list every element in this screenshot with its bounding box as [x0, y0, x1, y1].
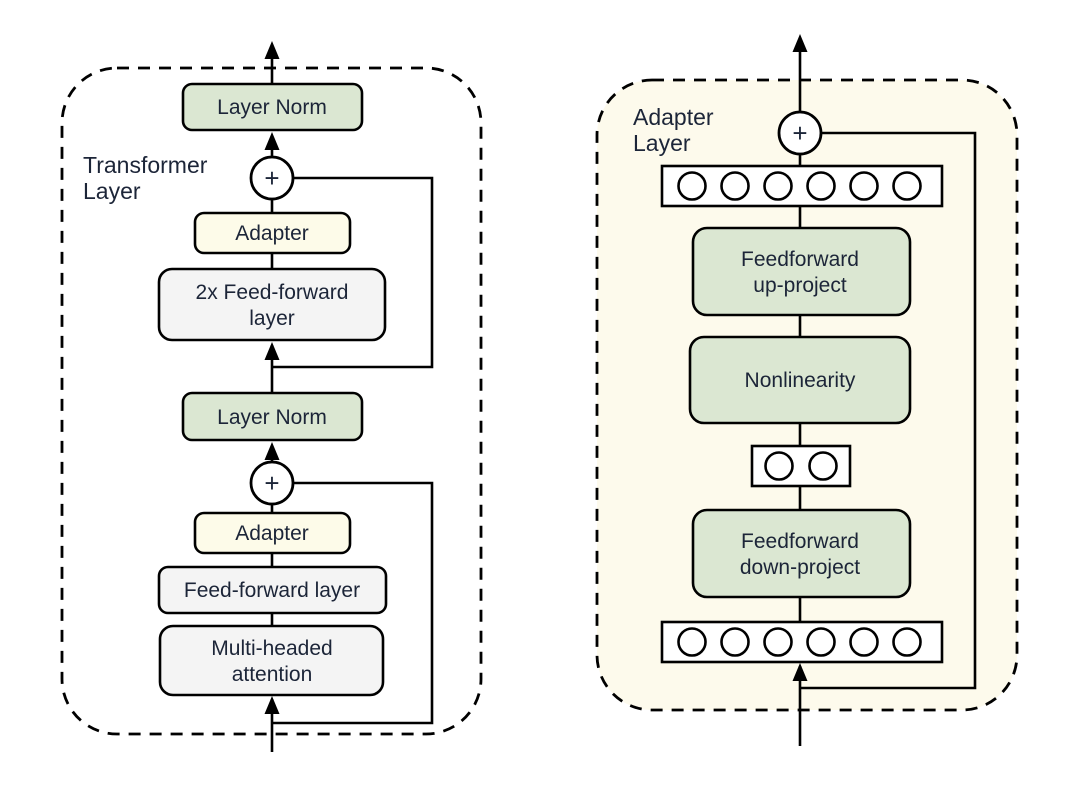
feedforward-up-project-box	[691, 226, 912, 317]
nonlinearity-label: Nonlinearity	[745, 369, 856, 392]
adapter-bottom-box	[193, 511, 352, 555]
feature-node-circle	[849, 171, 879, 201]
feature-row-bottom-circles	[677, 627, 922, 657]
feedforward-up-project-label-line2: up-project	[753, 274, 847, 297]
adapter-top-box	[193, 211, 352, 255]
layer-norm-bottom-box	[181, 391, 364, 442]
adapter-layer-label-line1: Adapter	[633, 104, 714, 130]
add-node-symbol: +	[792, 118, 807, 148]
input-arrowhead	[264, 696, 280, 714]
skip-connection-lower	[272, 481, 434, 725]
feedforward-down-project-label-line2: down-project	[740, 556, 860, 579]
feedforward-layer-box	[157, 565, 388, 615]
arrowhead-into-layer-norm-bottom	[264, 442, 280, 460]
input-arrowhead	[792, 663, 808, 681]
feedforward-2x-box	[157, 267, 387, 342]
output-arrowhead	[264, 41, 280, 59]
adapter-layer-diagram: Adapter Layer + Feedforward up-project N…	[595, 34, 1019, 746]
feedforward-2x-label-line2: layer	[249, 307, 295, 330]
multi-headed-attention-label-line1: Multi-headed	[211, 637, 332, 660]
feature-node-circle	[764, 451, 794, 481]
feedforward-down-project-box	[691, 508, 912, 599]
multi-headed-attention-label-line2: attention	[232, 663, 313, 686]
feature-node-circle	[763, 171, 793, 201]
feedforward-up-project-label-line1: Feedforward	[741, 248, 859, 271]
feedforward-layer-label: Feed-forward layer	[184, 579, 360, 602]
feature-node-circle	[763, 627, 793, 657]
nonlinearity-box	[688, 335, 912, 425]
feature-node-circle	[808, 451, 838, 481]
transformer-layer-label-line2: Layer	[83, 178, 141, 204]
adapter-skip-connection	[800, 131, 977, 690]
feature-node-circle	[806, 627, 836, 657]
transformer-layer-diagram: Transformer Layer Layer Norm + Adapter 2…	[60, 41, 483, 752]
feature-node-circle	[806, 171, 836, 201]
add-node-bottom	[249, 460, 295, 506]
arrowhead-into-feedforward-2x	[264, 342, 280, 360]
layer-norm-top-box	[181, 82, 364, 132]
layer-norm-bottom-label: Layer Norm	[217, 406, 327, 429]
output-arrowhead	[792, 34, 808, 52]
arrowhead-into-layer-norm-top	[264, 132, 280, 150]
adapter-top-label: Adapter	[235, 222, 309, 245]
skip-connection-upper	[272, 176, 434, 369]
feature-node-circle	[892, 627, 922, 657]
add-node-top	[249, 155, 295, 201]
feature-node-circle	[720, 171, 750, 201]
adapter-layer-label-line2: Layer	[633, 130, 691, 156]
feedforward-down-project-label-line1: Feedforward	[741, 530, 859, 553]
adapter-bottom-label: Adapter	[235, 522, 309, 545]
feature-row-top-circles	[677, 171, 922, 201]
transformer-layer-label-line1: Transformer	[83, 152, 208, 178]
bottleneck-row-circles	[764, 451, 838, 481]
add-node-bottom-symbol: +	[264, 468, 279, 498]
layer-norm-top-label: Layer Norm	[217, 96, 327, 119]
feature-node-circle	[892, 171, 922, 201]
add-node-top-symbol: +	[264, 163, 279, 193]
feature-node-circle	[677, 627, 707, 657]
multi-headed-attention-box	[158, 624, 385, 697]
feature-node-circle	[849, 627, 879, 657]
feature-node-circle	[677, 171, 707, 201]
add-node	[777, 110, 823, 156]
feedforward-2x-label-line1: 2x Feed-forward	[196, 281, 349, 304]
feature-node-circle	[720, 627, 750, 657]
